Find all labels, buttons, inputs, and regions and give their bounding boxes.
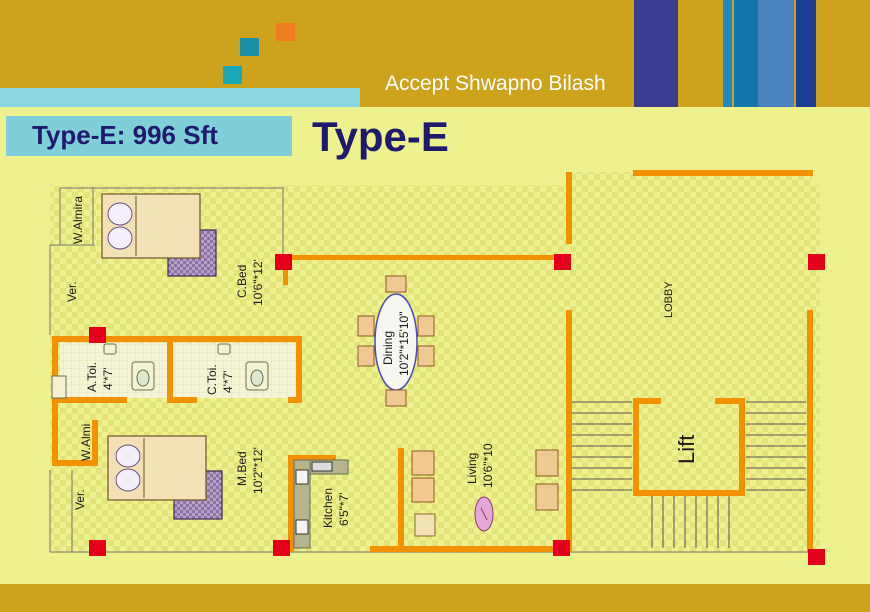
sink-icon — [295, 469, 309, 485]
pillow-icon — [115, 444, 141, 468]
side-table-icon — [414, 513, 436, 537]
label-living-size: 10'6"*10 — [481, 443, 495, 488]
stove-icon — [311, 461, 333, 472]
sofa-icon — [411, 477, 435, 503]
label-lift: Lift — [674, 435, 699, 464]
label-c-toi-name: C.Toi. — [205, 364, 219, 395]
pillow-icon — [115, 468, 141, 492]
dining-set — [357, 275, 435, 407]
type-heading: Type-E — [312, 113, 449, 160]
armchair-icon — [535, 449, 559, 477]
label-w-almi: W.Almi — [79, 424, 93, 461]
chair-icon — [385, 389, 407, 407]
label-c-toi-size: 4'*7' — [221, 370, 235, 393]
label-m-bed-size: 10'2"*12' — [251, 447, 265, 494]
decor-square — [240, 38, 259, 56]
label-lobby: LOBBY — [663, 281, 675, 318]
decor-stripe — [796, 0, 816, 107]
label-ver-top: Ver. — [65, 281, 79, 302]
walls — [52, 170, 813, 552]
pillow-icon — [107, 226, 133, 250]
c-bed-furniture — [101, 193, 217, 277]
c-toilet-floor — [172, 343, 300, 398]
sink-icon — [295, 519, 309, 535]
decor-stripe — [758, 0, 794, 107]
label-c-bed-size: 10'6"*12' — [251, 259, 265, 306]
label-m-bed-name: M.Bed — [235, 451, 249, 486]
wash-unit-icon — [51, 375, 67, 399]
living-furniture — [411, 449, 559, 537]
label-a-toi-size: 4'*7' — [101, 367, 115, 390]
label-a-toi-name: A.Toi. — [85, 362, 99, 392]
type-area-box — [6, 116, 292, 156]
type-area-label: Type-E: 996 Sft — [32, 120, 218, 150]
label-kitchen-name: Kitchen — [321, 488, 335, 528]
pillow-icon — [107, 202, 133, 226]
lobby-floor — [572, 172, 812, 552]
m-bed-furniture — [107, 435, 223, 520]
chair-icon — [417, 315, 435, 337]
decor-stripe — [634, 0, 678, 107]
bottom-banner — [0, 584, 870, 612]
chair-icon — [417, 345, 435, 367]
chair-icon — [357, 315, 375, 337]
chair-icon — [385, 275, 407, 293]
label-c-bed-name: C.Bed — [235, 265, 249, 298]
decor-square — [276, 23, 295, 41]
columns — [89, 254, 825, 565]
armchair-icon — [535, 483, 559, 511]
stairs — [572, 401, 806, 548]
decor-square — [223, 66, 242, 84]
label-w-almira: W.Almira — [71, 196, 85, 244]
basin-icon — [217, 343, 231, 355]
kitchen-counter — [293, 459, 349, 549]
label-ver-bottom: Ver. — [73, 489, 87, 510]
decor-stripe — [723, 0, 732, 107]
brand-tagline: Accept Shwapno Bilash — [385, 72, 606, 95]
label-living-name: Living — [465, 453, 479, 484]
chair-icon — [357, 345, 375, 367]
label-kitchen-size: 6'5"*7' — [337, 492, 351, 526]
toilet-fixtures — [51, 343, 269, 399]
decor-stripe — [734, 0, 758, 107]
label-dining-name: Dining — [381, 331, 395, 365]
sofa-icon — [411, 450, 435, 476]
label-dining-size: 10'2"*15'10" — [397, 312, 411, 377]
top-accent-strip — [0, 88, 360, 107]
basin-icon — [103, 343, 117, 355]
